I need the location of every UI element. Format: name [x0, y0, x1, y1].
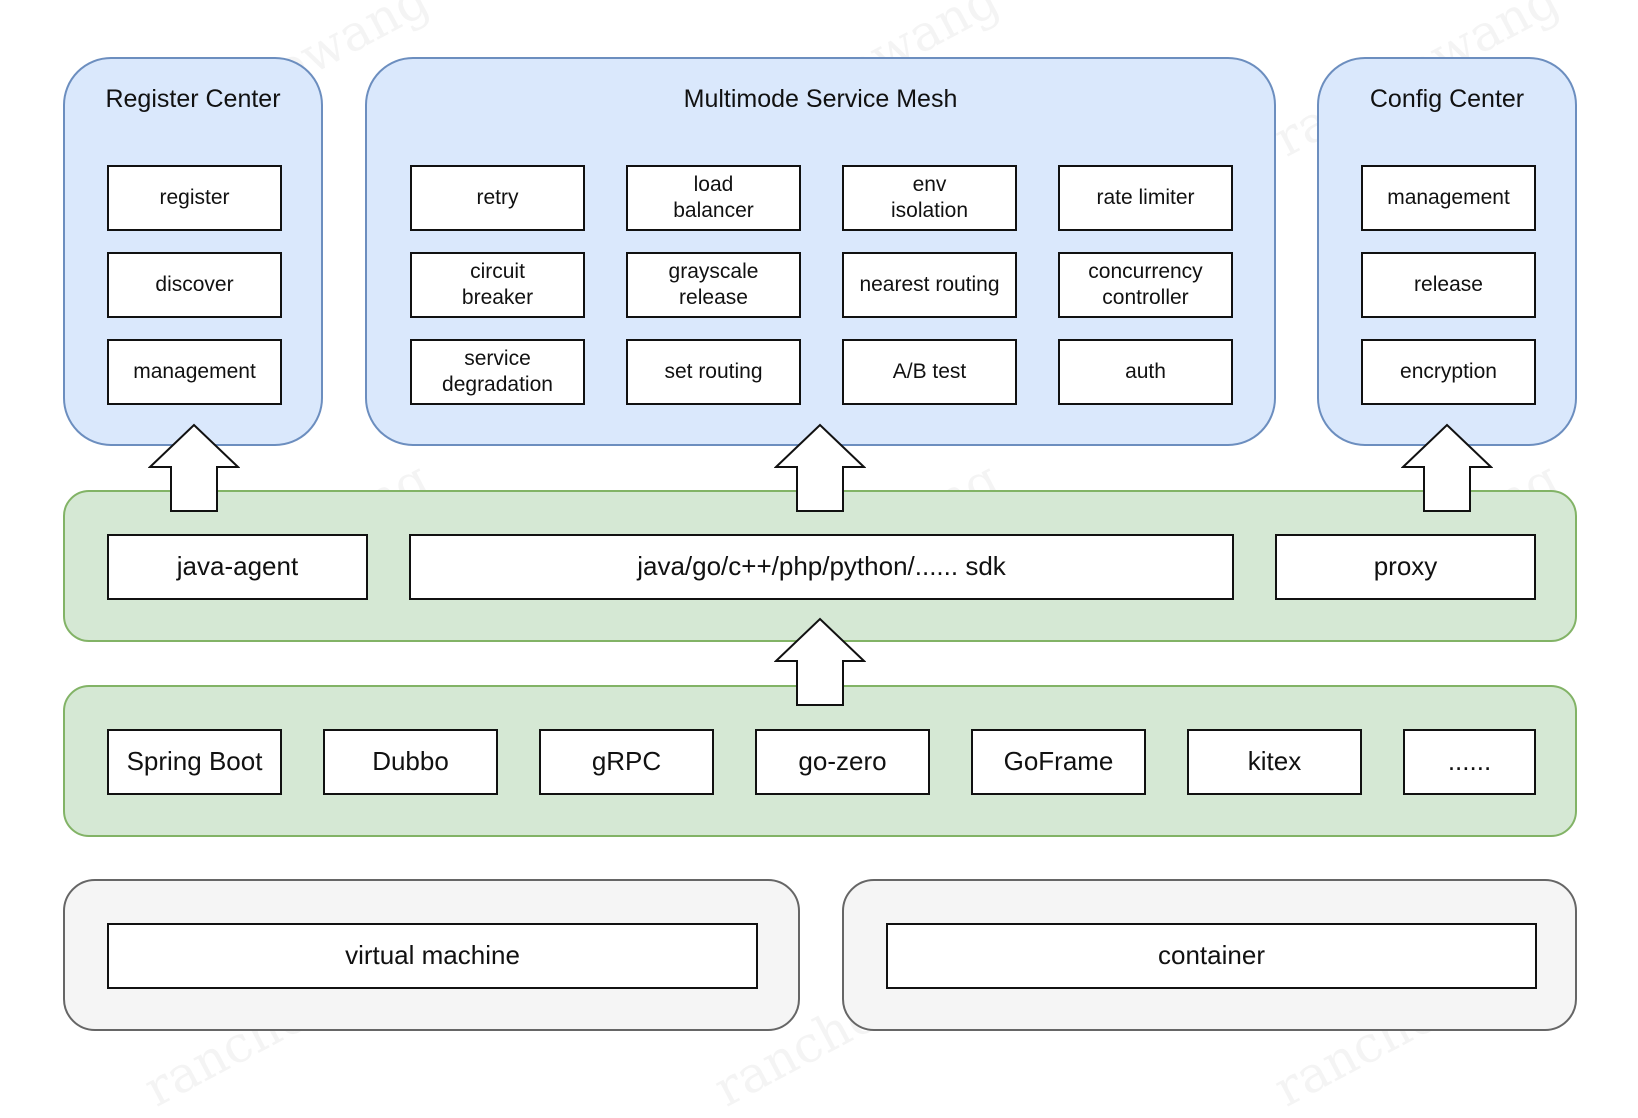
config-center-panel: Config Center management release encrypt… [1317, 57, 1577, 446]
up-arrow-to-config-center [1401, 423, 1493, 513]
register-management-box: management [107, 339, 282, 405]
config-management-box: management [1361, 165, 1536, 231]
spring-boot-box: Spring Boot [107, 729, 282, 795]
register-box: register [107, 165, 282, 231]
auth-box: auth [1058, 339, 1233, 405]
encryption-box: encryption [1361, 339, 1536, 405]
rate-limiter-box: rate limiter [1058, 165, 1233, 231]
config-center-title: Config Center [1369, 85, 1525, 113]
goframe-box: GoFrame [971, 729, 1146, 795]
grpc-box: gRPC [539, 729, 714, 795]
up-arrow-to-sdk [774, 617, 866, 707]
dubbo-box: Dubbo [323, 729, 498, 795]
virtual-machine-panel: virtual machine [63, 879, 800, 1031]
kitex-box: kitex [1187, 729, 1362, 795]
register-center-panel: Register Center register discover manage… [63, 57, 323, 446]
config-release-box: release [1361, 252, 1536, 318]
container-box: container [886, 923, 1537, 989]
load-balancer-box: load balancer [626, 165, 801, 231]
proxy-box: proxy [1275, 534, 1536, 600]
service-mesh-title: Multimode Service Mesh [683, 85, 958, 113]
up-arrow-to-register-center [148, 423, 240, 513]
set-routing-box: set routing [626, 339, 801, 405]
register-center-title: Register Center [105, 85, 281, 113]
go-zero-box: go-zero [755, 729, 930, 795]
java-agent-box: java-agent [107, 534, 368, 600]
discover-box: discover [107, 252, 282, 318]
access-layer-panel: java-agent java/go/c++/php/python/......… [63, 490, 1577, 642]
nearest-routing-box: nearest routing [842, 252, 1017, 318]
ab-test-box: A/B test [842, 339, 1017, 405]
container-panel: container [842, 879, 1577, 1031]
service-degradation-box: service degradation [410, 339, 585, 405]
frameworks-panel: Spring Boot Dubbo gRPC go-zero GoFrame k… [63, 685, 1577, 837]
more-frameworks-box: ...... [1403, 729, 1536, 795]
virtual-machine-box: virtual machine [107, 923, 758, 989]
env-isolation-box: env isolation [842, 165, 1017, 231]
concurrency-controller-box: concurrency controller [1058, 252, 1233, 318]
grayscale-release-box: grayscale release [626, 252, 801, 318]
service-mesh-panel: Multimode Service Mesh retry load balanc… [365, 57, 1276, 446]
retry-box: retry [410, 165, 585, 231]
circuit-breaker-box: circuit breaker [410, 252, 585, 318]
up-arrow-to-service-mesh [774, 423, 866, 513]
sdk-box: java/go/c++/php/python/...... sdk [409, 534, 1234, 600]
